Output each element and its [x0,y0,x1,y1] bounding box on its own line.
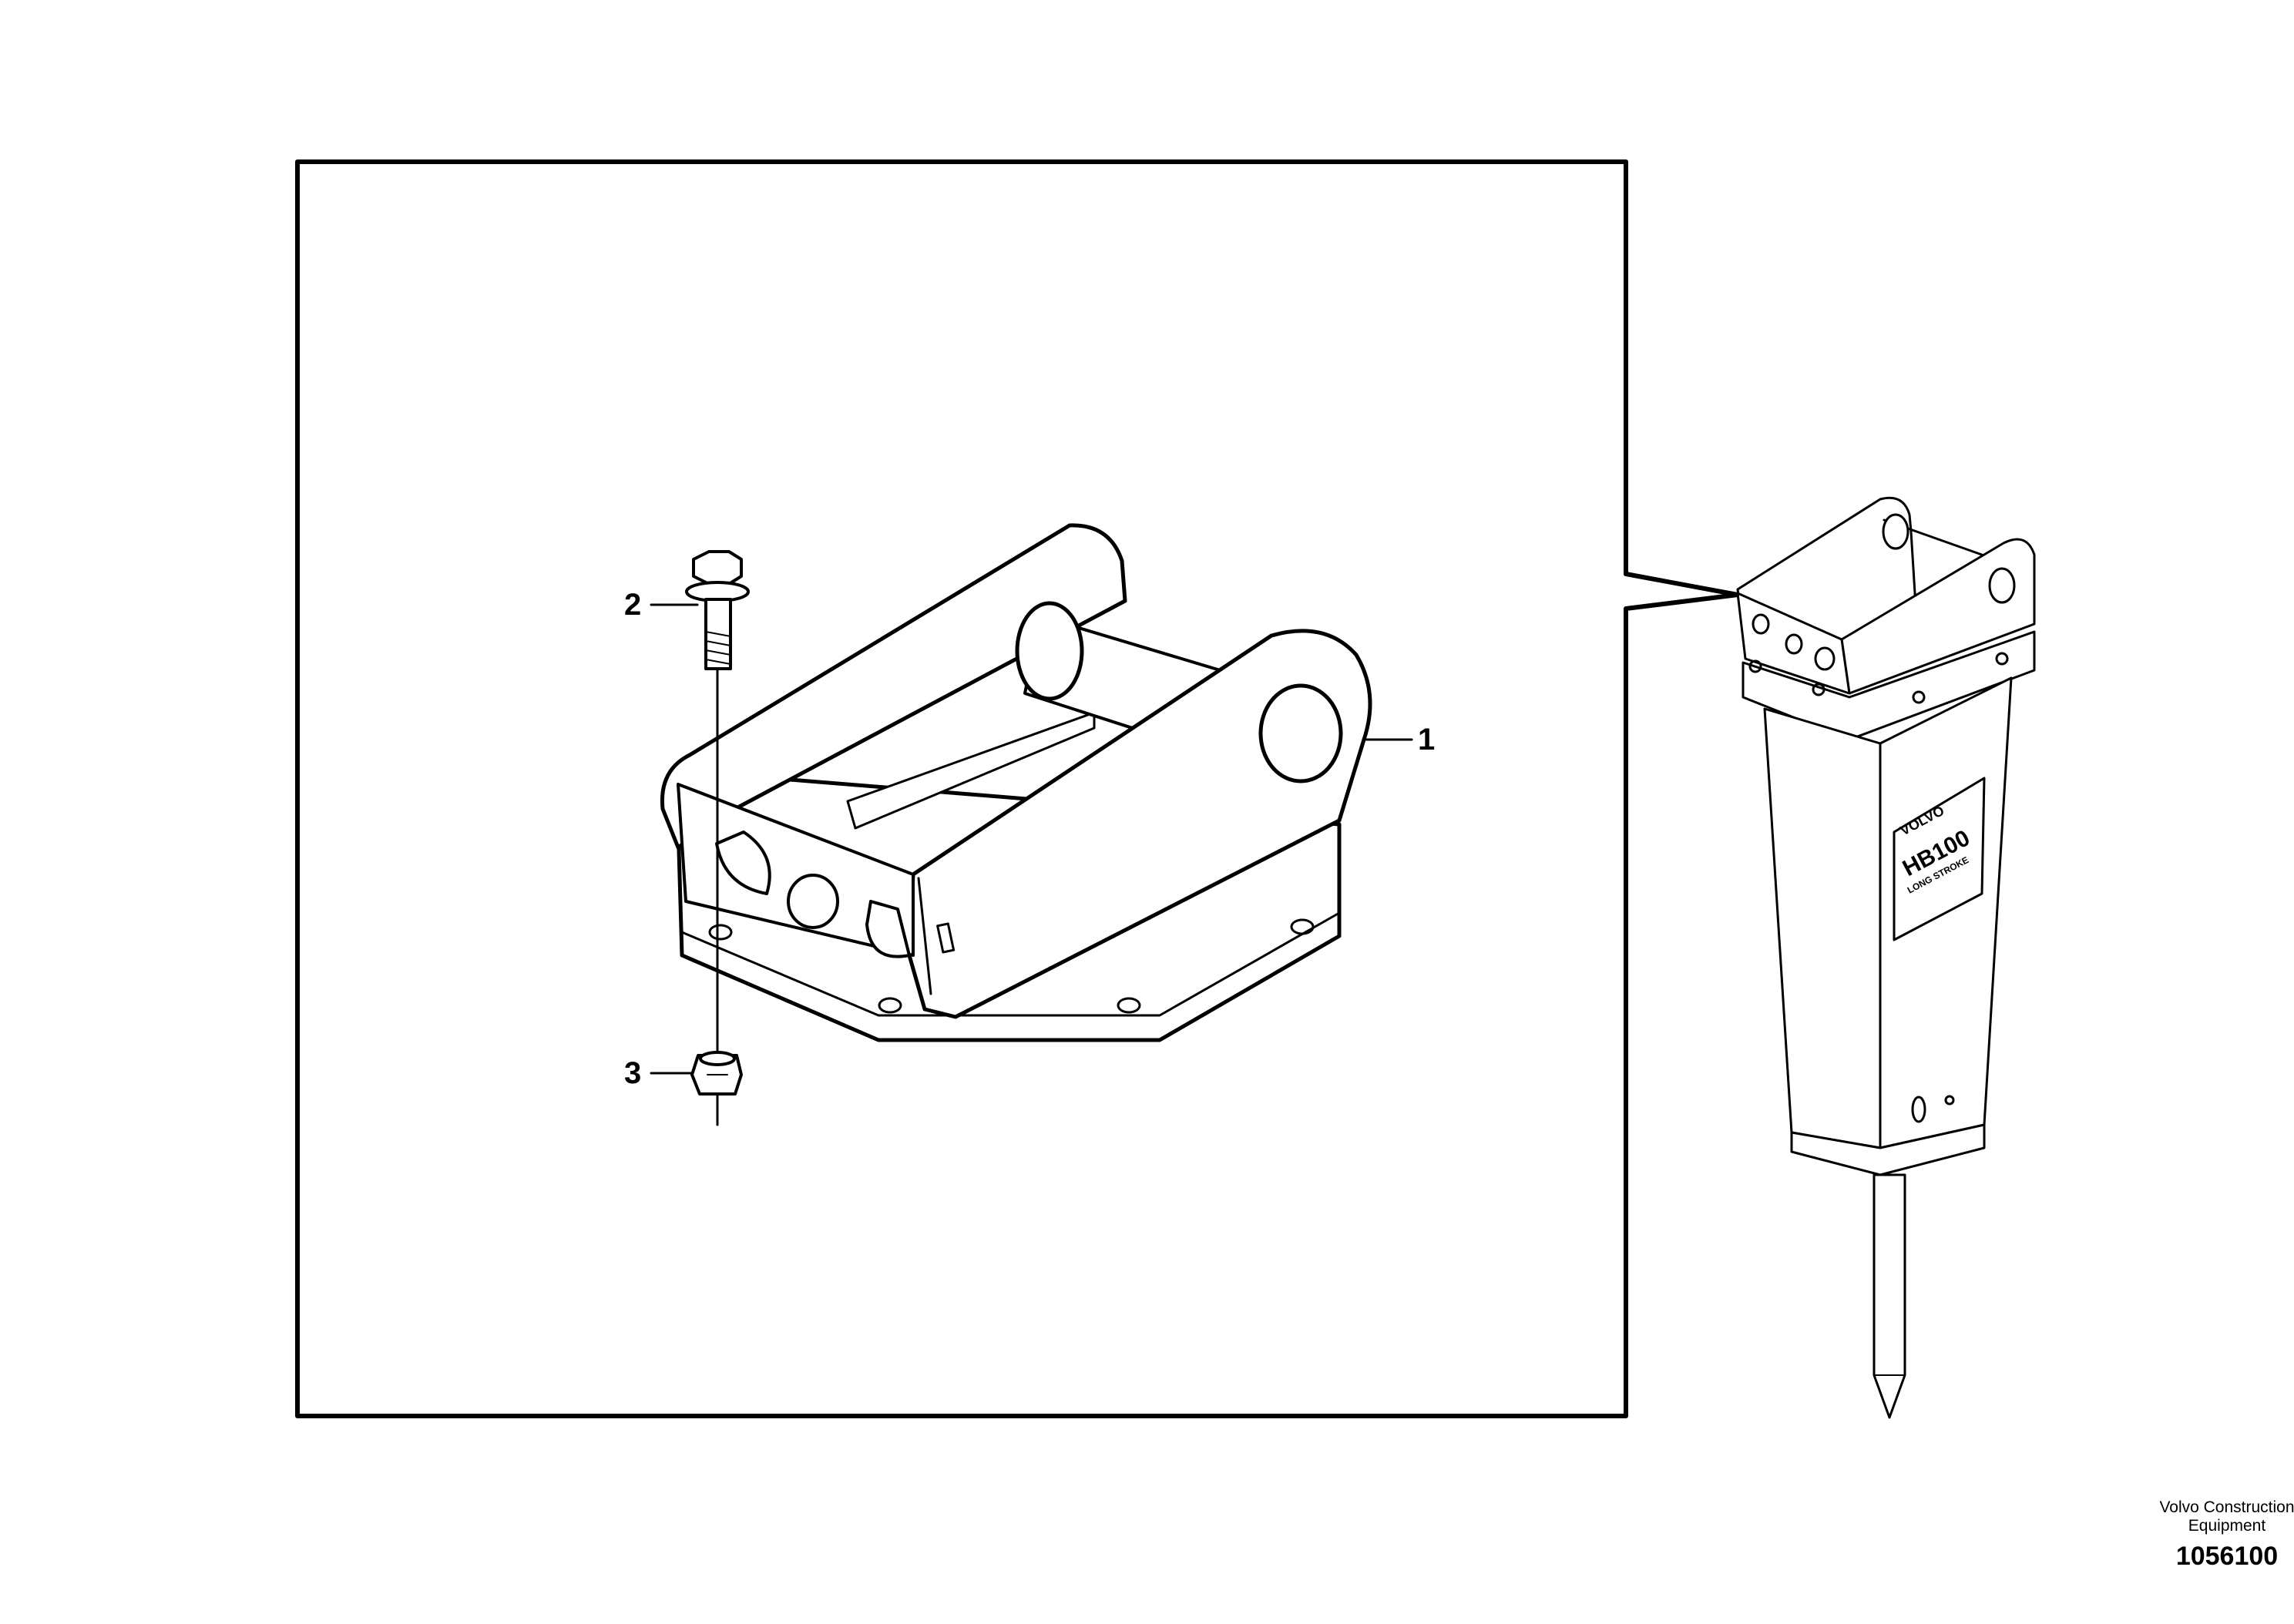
flange-bolt [685,550,750,670]
callout-1: 1 [1418,723,1436,757]
callout-2: 2 [624,588,642,622]
publisher-credit: Volvo Construction Equipment 1056100 [2104,1498,2294,1572]
lock-nut [690,1051,743,1096]
hydraulic-hammer [1736,496,2036,1419]
hammer-bracket [660,523,1372,1042]
detail-frame [295,159,1740,1418]
hammer-name-plate [1893,777,1986,941]
front-side-plate [907,629,1372,1019]
callout-3: 3 [624,1056,642,1090]
document-number: 1056100 [2175,1542,2279,1572]
publisher-name-line2: Equipment [2188,1517,2266,1535]
publisher-name-line1: Volvo Construction [2159,1498,2294,1516]
pin-boss [1258,683,1343,783]
